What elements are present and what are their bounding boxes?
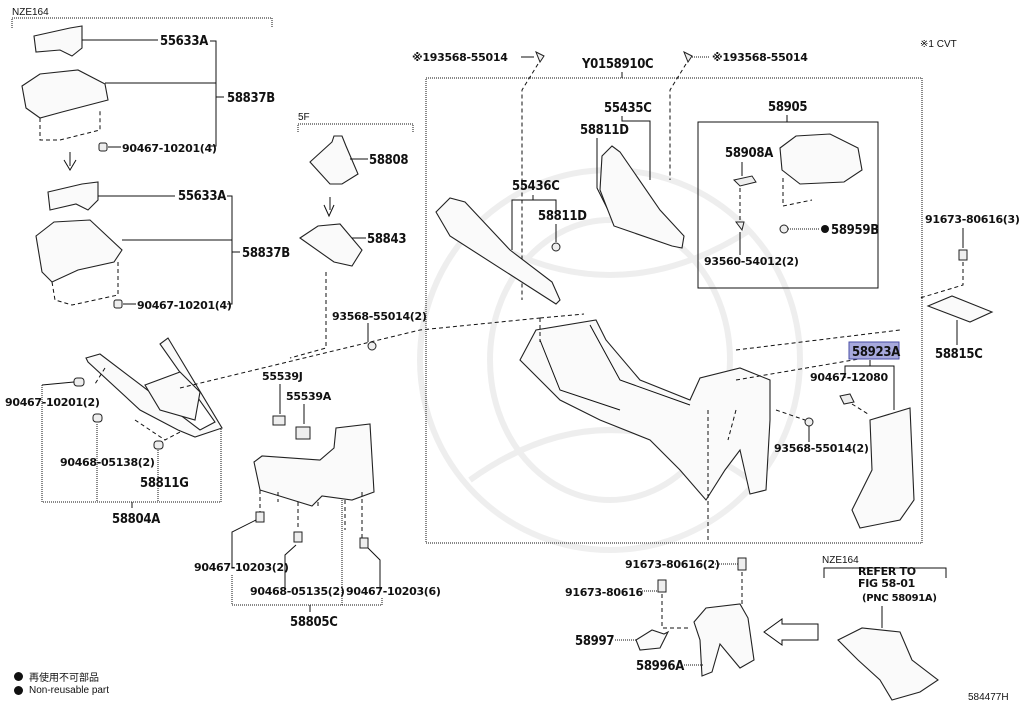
part-58923A-drawing — [851, 407, 915, 529]
non-reusable-bullet-icon — [14, 672, 23, 681]
label-58811D[interactable]: 58811D — [580, 123, 629, 138]
part-55436C-drawing — [435, 197, 561, 305]
label-55633A[interactable]: 55633A — [160, 34, 208, 49]
part-58815C-drawing — [926, 295, 994, 323]
part-55435C-drawing — [599, 145, 685, 249]
group-bracket — [11, 17, 273, 28]
label-90467-10203-6[interactable]: 90467-10203(6) — [346, 585, 441, 598]
label-91673-80616[interactable]: 91673-80616 — [565, 586, 644, 599]
label-90467-10203-2[interactable]: 90467-10203(2) — [194, 561, 289, 574]
part-58808-drawing — [309, 135, 359, 185]
label-55633A-2[interactable]: 55633A — [178, 189, 226, 204]
non-reusable-bullet-icon — [821, 225, 829, 233]
label-58997[interactable]: 58997 — [575, 634, 615, 649]
label-58959B[interactable]: 58959B — [831, 223, 879, 238]
label-91673-80616-3[interactable]: 91673-80616(3) — [925, 213, 1020, 226]
arrow-left-icon — [763, 618, 819, 646]
console-assembly-box — [425, 77, 923, 544]
group-tag-nze164-bottom: NZE164 — [822, 555, 859, 566]
label-90467-10201-4[interactable]: 90467-10201(4) — [122, 142, 217, 155]
label-58808[interactable]: 58808 — [369, 153, 409, 168]
label-58805C[interactable]: 58805C — [290, 615, 338, 630]
label-Y0158910C[interactable]: Y0158910C — [581, 57, 654, 72]
non-reusable-bullet-icon — [14, 686, 23, 695]
note-cvt: ※1 CVT — [920, 39, 957, 50]
part-58843-drawing — [299, 223, 363, 267]
part-55633A-drawing-2 — [47, 181, 99, 211]
group-tag-5f: 5F — [298, 112, 310, 123]
label-58811G[interactable]: 58811G — [140, 476, 189, 491]
highlight-58923A — [848, 341, 900, 360]
part-55633A-drawing — [33, 25, 83, 57]
part-58997-drawing — [635, 629, 670, 651]
part-58805C-drawing — [253, 423, 375, 507]
label-58811D-2[interactable]: 58811D — [538, 209, 587, 224]
armrest-subassembly-box — [697, 121, 879, 289]
label-55436C[interactable]: 55436C — [512, 179, 560, 194]
legend-en-text: Non-reusable part — [29, 685, 110, 696]
label-58996A[interactable]: 58996A — [636, 659, 684, 674]
label-58837B-2[interactable]: 58837B — [242, 246, 290, 261]
label-55539A[interactable]: 55539A — [286, 390, 332, 403]
arrow-down-icon — [63, 152, 77, 171]
label-90467-10201-2[interactable]: 90467-10201(2) — [5, 396, 100, 409]
label-58908A[interactable]: 58908A — [725, 146, 773, 161]
label-58815C[interactable]: 58815C — [935, 347, 983, 362]
part-58091A-drawing — [837, 627, 939, 701]
label-55539J[interactable]: 55539J — [262, 370, 303, 383]
legend-jp-text: 再使用不可部品 — [29, 673, 99, 684]
label-93568-55014-2-b[interactable]: 93568-55014(2) — [774, 442, 869, 455]
label-58843[interactable]: 58843 — [367, 232, 407, 247]
label-58923A[interactable]: 58923A — [852, 345, 900, 360]
label-90467-12080[interactable]: 90467-12080 — [810, 371, 889, 384]
refer-line-2[interactable]: FIG 58-01 — [858, 577, 915, 590]
label-55435C[interactable]: 55435C — [604, 101, 652, 116]
label-58905[interactable]: 58905 — [768, 100, 808, 115]
label-58837B[interactable]: 58837B — [227, 91, 275, 106]
label-93568-55014-right[interactable]: ※193568-55014 — [712, 51, 808, 64]
part-58837B-drawing-2 — [35, 219, 123, 283]
label-58804A[interactable]: 58804A — [112, 512, 160, 527]
part-58996A-drawing — [693, 603, 755, 677]
label-93568-55014-2[interactable]: 93568-55014(2) — [332, 310, 427, 323]
part-58905-drawing — [779, 133, 863, 185]
legend-jp: 再使用不可部品 — [14, 669, 99, 684]
label-93560-54012-2[interactable]: 93560-54012(2) — [704, 255, 799, 268]
refer-line-3[interactable]: (PNC 58091A) — [862, 593, 937, 604]
label-90467-10201-4-b[interactable]: 90467-10201(4) — [137, 299, 232, 312]
label-90468-05138-2[interactable]: 90468-05138(2) — [60, 456, 155, 469]
refer-line-1[interactable]: REFER TO — [858, 565, 916, 578]
label-91673-80616-2[interactable]: 91673-80616(2) — [625, 558, 720, 571]
part-58837B-drawing — [21, 69, 109, 119]
legend-en: Non-reusable part — [14, 685, 109, 696]
figure-number: 584477H — [968, 692, 1009, 703]
arrow-down-icon — [323, 197, 335, 218]
group-tag-nze164: NZE164 — [12, 7, 49, 18]
label-93568-55014-left[interactable]: ※193568-55014 — [412, 51, 508, 64]
label-90468-05135-2[interactable]: 90468-05135(2) — [250, 585, 345, 598]
